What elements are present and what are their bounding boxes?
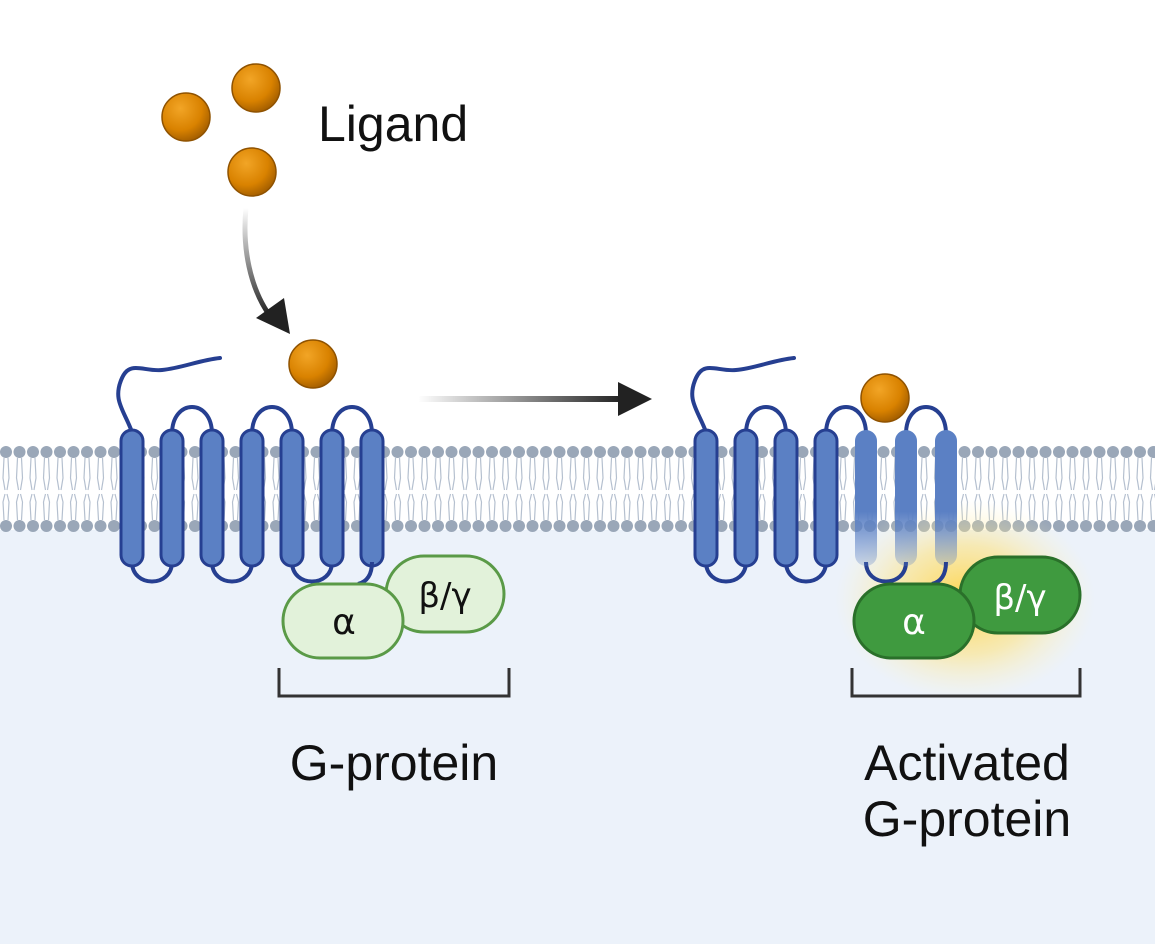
ligand-molecule: [227, 147, 277, 197]
ligand-cluster: [161, 63, 281, 197]
activated-g-protein-bracket: [850, 668, 1082, 698]
beta-gamma-label: β/γ: [418, 576, 471, 616]
alpha-subunit: [281, 582, 405, 660]
beta-gamma-label-active: β/γ: [993, 578, 1046, 618]
ligand-molecule: [288, 339, 338, 389]
activated-label-line1: Activated: [864, 735, 1070, 791]
binding-arrow: [242, 207, 273, 318]
alpha-label: α: [332, 602, 356, 643]
ligand-molecule: [231, 63, 281, 113]
alpha-label-active: α: [902, 602, 926, 643]
activated-label-line2: G-protein: [863, 791, 1071, 847]
ligand-label: Ligand: [318, 96, 468, 152]
ligand-molecule: [161, 92, 211, 142]
bound-ligand: [860, 373, 910, 423]
g-protein-inactive: β/γ α: [281, 554, 506, 660]
g-protein-active: β/γ α: [852, 555, 1082, 660]
activation-arrow: [418, 382, 652, 416]
g-protein-bracket: [277, 668, 511, 698]
receptor-active: [690, 356, 957, 586]
g-protein-label: G-protein: [290, 735, 498, 791]
binding-arrowhead: [256, 298, 290, 334]
alpha-subunit-active: [852, 582, 976, 660]
